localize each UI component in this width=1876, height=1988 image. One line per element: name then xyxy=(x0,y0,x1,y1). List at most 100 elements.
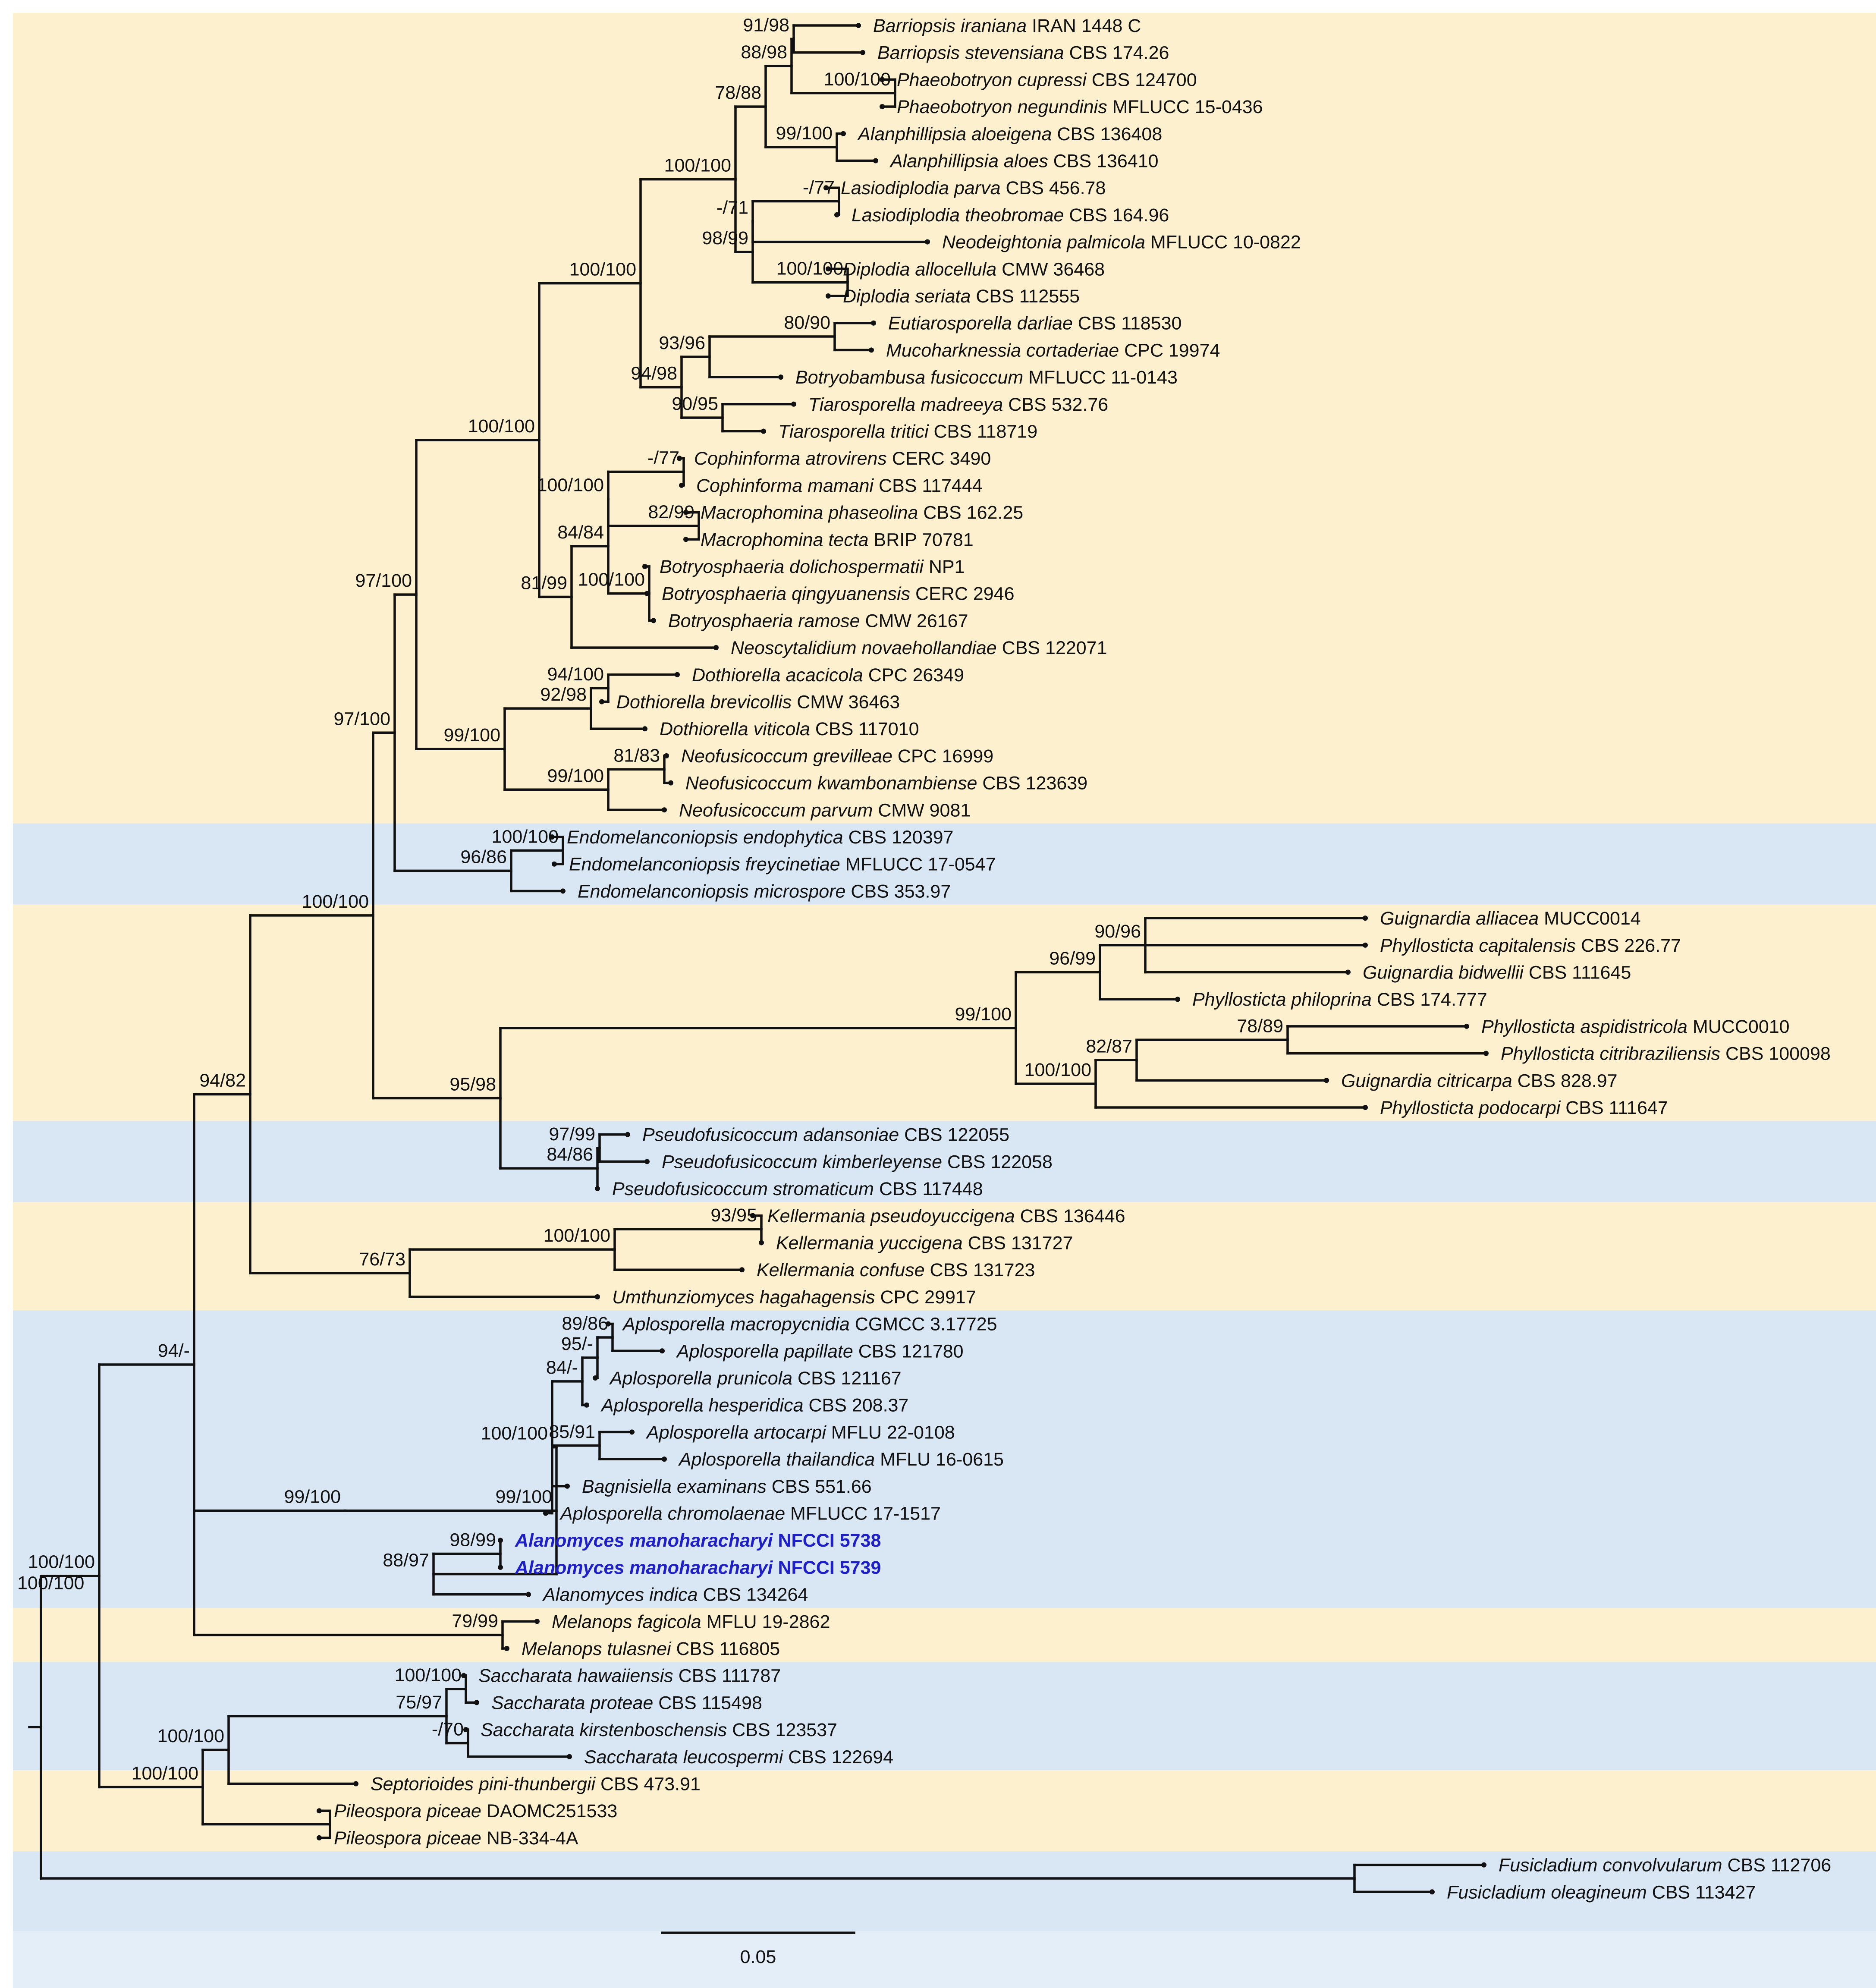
taxon-strain: BRIP 70781 xyxy=(869,529,974,550)
taxon-strain: CMW 36468 xyxy=(996,259,1105,280)
support-value: 96/99 xyxy=(1049,948,1096,969)
tip-marker xyxy=(642,564,647,569)
tip-marker xyxy=(560,888,566,894)
taxon-label: Kellermania yuccigena CBS 131727 xyxy=(776,1233,1073,1254)
support-value: 97/100 xyxy=(355,570,412,591)
tip-marker xyxy=(750,1213,755,1218)
taxon-strain: CBS 122055 xyxy=(899,1125,1009,1145)
support-value: 84/86 xyxy=(547,1144,593,1165)
tip-marker xyxy=(869,347,874,353)
taxon-genus: Neodeightonia palmicola xyxy=(942,232,1145,253)
taxon-genus: Tiarosporella tritici xyxy=(778,422,929,442)
support-value: 100/100 xyxy=(302,891,369,912)
support-value: 94/98 xyxy=(631,363,677,384)
taxon-strain: CBS 116805 xyxy=(671,1639,780,1659)
taxon-strain: NB-334-4A xyxy=(481,1828,578,1849)
support-value: 100/100 xyxy=(157,1726,224,1746)
tip-marker xyxy=(1363,942,1368,948)
taxon-label: Pileospora piceae DAOMC251533 xyxy=(334,1801,617,1821)
taxon-label: Alanomyces indica CBS 134264 xyxy=(542,1585,808,1605)
taxon-genus: Cophinforma atrovirens xyxy=(694,448,887,469)
taxon-genus: Guignardia alliacea xyxy=(1380,908,1539,929)
taxon-genus: Eutiarosporella darliae xyxy=(888,313,1073,334)
taxon-strain: CPC 19974 xyxy=(1119,340,1220,361)
taxon-genus: Aplosporella hesperidica xyxy=(600,1395,804,1416)
taxon-label: Aplosporella macropycnidia CGMCC 3.17725 xyxy=(622,1314,997,1335)
tip-marker xyxy=(1483,1051,1489,1056)
scale-bar: 0.05 xyxy=(661,1931,855,1967)
taxon-genus: Guignardia bidwellii xyxy=(1363,963,1524,983)
taxon-genus: Macrophomina tecta xyxy=(701,529,869,550)
taxon-label: Fusicladium convolvularum CBS 112706 xyxy=(1499,1855,1831,1876)
taxon-label: Macrophomina phaseolina CBS 162.25 xyxy=(701,503,1023,523)
tree-branches xyxy=(28,24,1487,1894)
clade-band-yellow xyxy=(13,1202,1876,1311)
taxon-strain: CBS 120397 xyxy=(843,827,954,848)
taxon-strain: CBS 208.37 xyxy=(804,1395,909,1416)
taxon-label: Guignardia citricarpa CBS 828.97 xyxy=(1341,1070,1618,1091)
support-value: 78/89 xyxy=(1237,1016,1283,1036)
tip-marker xyxy=(826,266,831,272)
support-value: -/71 xyxy=(716,198,748,218)
tip-marker xyxy=(534,1619,540,1624)
taxon-genus: Neofusicoccum grevilleae xyxy=(681,746,892,767)
taxon-genus: Saccharata kirstenboschensis xyxy=(481,1720,727,1740)
tip-marker xyxy=(1345,969,1351,975)
taxon-genus: Phyllosticta aspidistricola xyxy=(1481,1016,1687,1037)
taxon-strain: MFLUCC 17-0547 xyxy=(840,854,996,875)
taxon-strain: CBS 123537 xyxy=(727,1720,837,1740)
taxon-label: Alanphillipsia aloeigena CBS 136408 xyxy=(857,124,1162,145)
support-value: 89/86 xyxy=(562,1313,608,1334)
support-value: 82/99 xyxy=(648,502,694,522)
taxon-label: Pileospora piceae NB-334-4A xyxy=(334,1828,578,1849)
support-value: 100/100 xyxy=(664,155,731,176)
tip-marker xyxy=(463,1727,468,1733)
support-value: 88/97 xyxy=(383,1550,429,1571)
clade-band-blue xyxy=(13,1121,1876,1202)
taxon-strain: CBS 226.77 xyxy=(1576,935,1681,956)
taxon-genus: Saccharata hawaiiensis xyxy=(478,1666,673,1686)
taxon-strain: CBS 118530 xyxy=(1073,313,1182,334)
support-value: 94/- xyxy=(158,1340,190,1361)
tip-marker xyxy=(584,1402,589,1408)
taxon-strain: CBS 124700 xyxy=(1087,69,1197,90)
taxon-genus: Guignardia citricarpa xyxy=(1341,1070,1512,1091)
taxon-strain: CMW 36463 xyxy=(792,692,900,713)
support-value: 81/99 xyxy=(521,573,567,594)
taxon-label: Dothiorella brevicollis CMW 36463 xyxy=(616,692,900,713)
tip-marker xyxy=(593,1375,598,1381)
taxon-label: Neoscytalidium novaehollandiae CBS 12207… xyxy=(731,638,1107,658)
support-value: 100/100 xyxy=(492,826,559,847)
taxon-genus: Pseudofusicoccum stromaticum xyxy=(612,1179,874,1199)
tip-markers xyxy=(317,23,1489,1895)
taxon-label: Botryobambusa fusicoccum MFLUCC 11-0143 xyxy=(795,367,1178,388)
taxon-strain: MFLUCC 17-1517 xyxy=(785,1504,941,1524)
taxon-genus: Botryosphaeria dolichospermatii xyxy=(660,557,924,577)
taxon-strain: MFLUCC 10-0822 xyxy=(1145,232,1301,253)
taxon-label-highlight: Alanomyces manoharacharyi NFCCI 5739 xyxy=(515,1557,881,1578)
taxon-genus: Diplodia allocellula xyxy=(843,259,996,280)
taxon-strain: CBS 117444 xyxy=(874,475,983,496)
taxon-genus: Barriopsis iraniana xyxy=(873,16,1027,36)
tip-marker xyxy=(834,212,839,217)
taxon-label: Saccharata leucospermi CBS 122694 xyxy=(584,1747,893,1768)
taxon-strain: CMW 9081 xyxy=(873,800,971,821)
taxon-genus: Aplosporella prunicola xyxy=(609,1368,792,1389)
taxon-genus: Melanops tulasnei xyxy=(522,1639,672,1659)
taxon-genus: Neofusicoccum parvum xyxy=(679,800,873,821)
taxon-genus: Dothiorella acacicola xyxy=(692,665,863,686)
taxon-genus: Tiarosporella madreeya xyxy=(808,394,1003,415)
support-value: 100/100 xyxy=(1024,1060,1091,1080)
taxon-label: Aplosporella thailandica MFLU 16-0615 xyxy=(678,1449,1004,1470)
support-value: 100/100 xyxy=(537,475,604,495)
tip-marker xyxy=(677,456,682,461)
tip-marker xyxy=(595,1294,600,1299)
tip-marker xyxy=(1175,997,1180,1002)
taxon-strain: CBS 164.96 xyxy=(1064,205,1169,226)
taxon-label: Saccharata proteae CBS 115498 xyxy=(491,1692,762,1713)
taxon-strain: CBS 136408 xyxy=(1052,124,1162,145)
support-value: 80/90 xyxy=(784,312,830,333)
tip-marker xyxy=(791,401,796,407)
taxon-label: Guignardia alliacea MUCC0014 xyxy=(1380,908,1641,929)
taxon-strain: CBS 131723 xyxy=(925,1260,1035,1280)
